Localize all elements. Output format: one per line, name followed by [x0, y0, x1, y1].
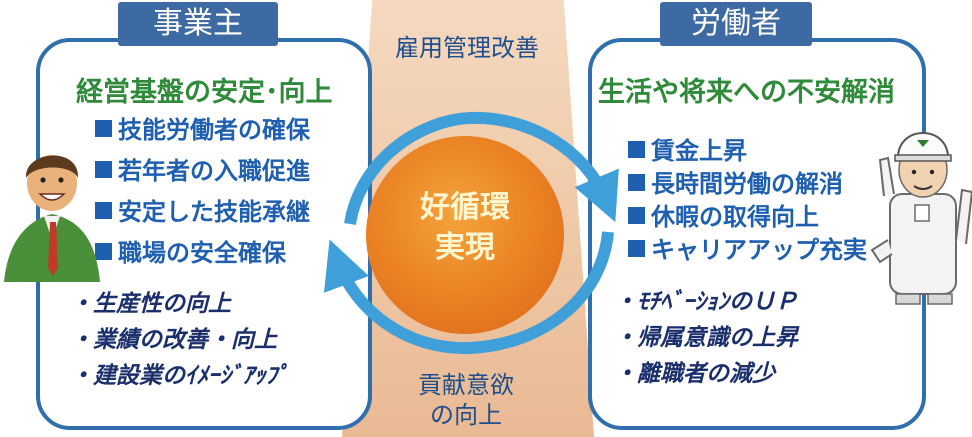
employer-title: 事業主 [118, 2, 278, 46]
employer-outcomes: ・生産性の向上 ・業績の改善・向上 ・建設業のｲﾒｰｼﾞｱｯﾌﾟ [70, 286, 289, 394]
center-bottom-label: 貢献意欲 の向上 [384, 370, 548, 430]
employer-person-icon [4, 155, 100, 282]
list-item: ・業績の改善・向上 [70, 327, 277, 353]
good-cycle-label: 好循環 実現 [366, 188, 564, 268]
list-item: 安定した技能承継 [95, 192, 310, 233]
list-item: 技能労働者の確保 [95, 110, 310, 151]
worker-title: 労働者 [660, 2, 812, 46]
list-item: キャリアアップ充実 [628, 234, 867, 267]
list-item: ・生産性の向上 [70, 291, 231, 317]
worker-person-icon [870, 132, 972, 305]
list-item: ・離職者の減少 [614, 361, 775, 387]
good-cycle-line2: 実現 [435, 230, 495, 265]
employer-bullets: 技能労働者の確保 若年者の入職促進 安定した技能承継 職場の安全確保 [95, 110, 310, 274]
list-item: ・建設業のｲﾒｰｼﾞｱｯﾌﾟ [70, 363, 289, 389]
employer-panel [36, 38, 372, 430]
bottom-label-line1: 貢献意欲 [418, 371, 514, 399]
list-item: 休暇の取得向上 [628, 201, 867, 234]
employer-headline: 経営基盤の安定･向上 [76, 77, 333, 108]
list-item: 賃金上昇 [628, 135, 867, 168]
list-item: 職場の安全確保 [95, 233, 310, 274]
list-item: 長時間労働の解消 [628, 168, 867, 201]
good-cycle-circle [366, 136, 564, 334]
center-top-label: 雇用管理改善 [395, 34, 539, 62]
bottom-label-line2: の向上 [430, 401, 502, 429]
good-cycle-line1: 好循環 [420, 190, 510, 225]
worker-headline: 生活や将来への不安解消 [598, 77, 895, 108]
cycle-arrow-top [344, 111, 619, 226]
list-item: ・ﾓﾁﾍﾞｰｼｮﾝのＵＰ [614, 289, 798, 315]
worker-panel [588, 38, 926, 430]
cycle-arrow-bottom [323, 231, 614, 355]
list-item: ・帰属意識の上昇 [614, 325, 798, 351]
list-item: 若年者の入職促進 [95, 151, 310, 192]
worker-outcomes: ・ﾓﾁﾍﾞｰｼｮﾝのＵＰ ・帰属意識の上昇 ・離職者の減少 [614, 284, 798, 392]
worker-bullets: 賃金上昇 長時間労働の解消 休暇の取得向上 キャリアアップ充実 [628, 135, 867, 267]
